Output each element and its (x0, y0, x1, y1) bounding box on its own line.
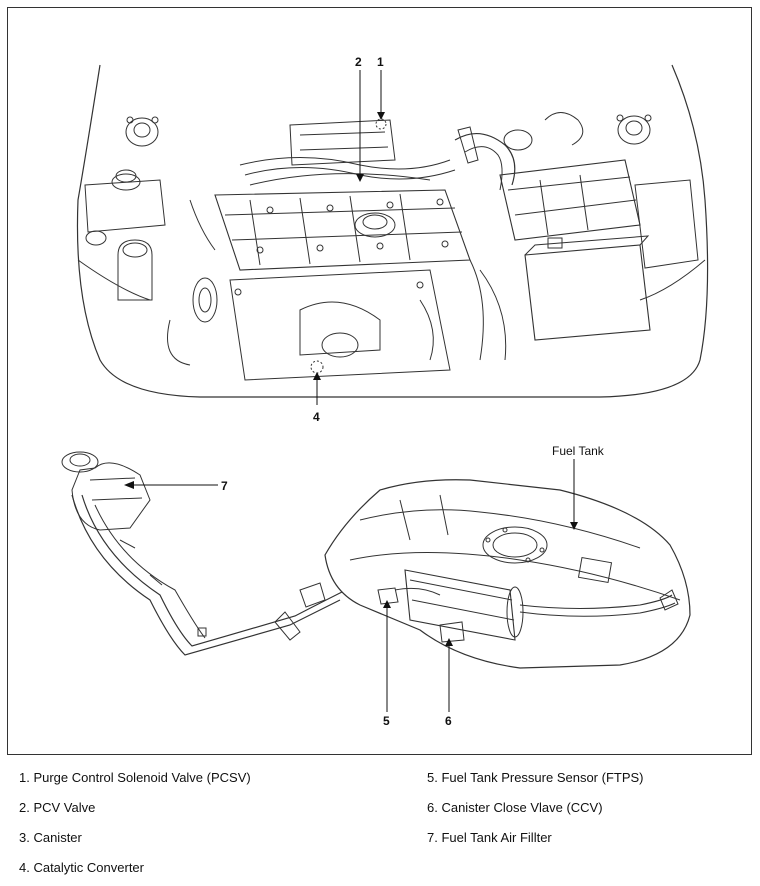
fuel-tank-label: Fuel Tank (552, 444, 604, 458)
engine-bay (76, 64, 709, 405)
callout-5: 5 (383, 714, 390, 728)
callout-6: 6 (445, 714, 452, 728)
callout-2: 2 (355, 55, 362, 69)
diagram-frame (7, 7, 752, 755)
callout-4: 4 (313, 410, 320, 424)
legend-item-4: 4. Catalytic Converter (19, 860, 144, 875)
legend-item-7: 7. Fuel Tank Air Fillter (427, 830, 552, 845)
legend-item-3: 3. Canister (19, 830, 82, 845)
callout-1: 1 (377, 55, 384, 69)
legend-item-1: 1. Purge Control Solenoid Valve (PCSV) (19, 770, 251, 785)
fuel-system (61, 451, 691, 712)
legend-item-5: 5. Fuel Tank Pressure Sensor (FTPS) (427, 770, 644, 785)
legend-item-2: 2. PCV Valve (19, 800, 96, 815)
callout-7: 7 (221, 479, 228, 493)
legend-item-6: 6. Canister Close Vlave (CCV) (427, 800, 603, 815)
diagram-illustration (61, 64, 709, 712)
